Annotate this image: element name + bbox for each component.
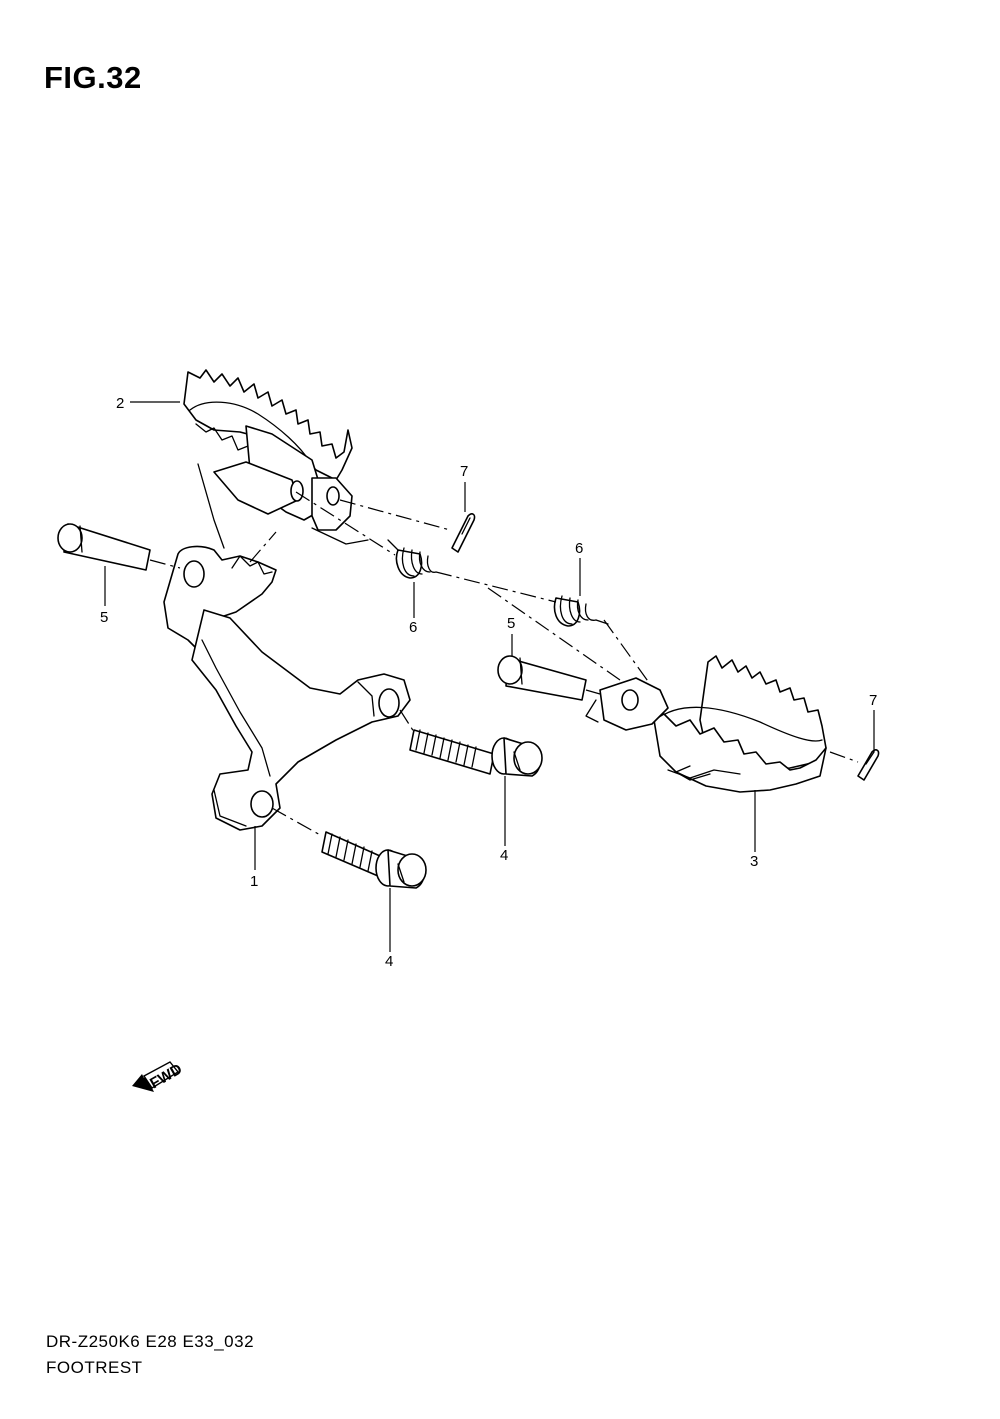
callout-2: 2	[116, 395, 124, 412]
callout-5b: 5	[507, 615, 515, 632]
footrest-pin-right	[497, 655, 587, 701]
flange-bolt-upper	[409, 729, 543, 777]
flange-bolt-lower	[321, 831, 427, 889]
callouts: 2 7 6 6 5 5 7 1 4 3 4	[100, 395, 877, 970]
footrest-pin-left	[57, 523, 151, 571]
footrest-peg-right	[585, 655, 827, 793]
footrest-peg-left	[183, 369, 369, 549]
callout-6b: 6	[409, 619, 417, 636]
callout-6a: 6	[575, 540, 583, 557]
figure-title: FIG.32	[44, 60, 142, 95]
callout-4b: 4	[385, 953, 393, 970]
leader-lines	[104, 401, 875, 952]
callout-3: 3	[750, 853, 758, 870]
cotter-pin-right	[857, 749, 880, 781]
diagram-code: DR-Z250K6 E28 E33_032	[46, 1332, 255, 1351]
diagram-name: FOOTREST	[46, 1358, 143, 1377]
cotter-pin-left	[451, 513, 476, 553]
assembly-lines	[149, 491, 859, 837]
spring-left	[387, 539, 437, 579]
forward-direction-arrow: FWD	[132, 1061, 185, 1092]
spring-right	[553, 595, 609, 627]
callout-7a: 7	[460, 463, 468, 480]
callout-4a: 4	[500, 847, 508, 864]
footrest-bracket	[163, 545, 411, 831]
callout-5a: 5	[100, 609, 108, 626]
callout-1: 1	[250, 873, 258, 890]
callout-7b: 7	[869, 692, 877, 709]
